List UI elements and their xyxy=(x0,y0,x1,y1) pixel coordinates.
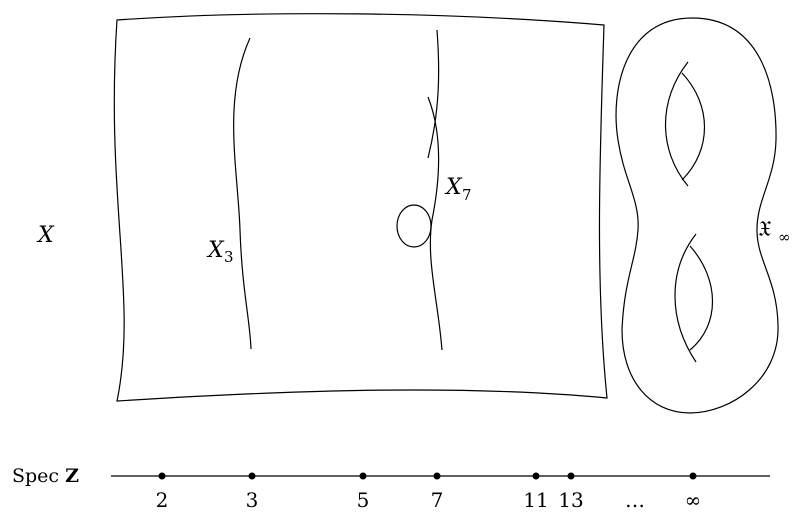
fiber-x7-subscript: 7 xyxy=(462,186,472,204)
axis-point-7 xyxy=(433,472,441,480)
fiber-x7-lower-curve xyxy=(427,96,443,351)
infinity-upper-hole-right xyxy=(681,72,706,181)
tick-label-5: 5 xyxy=(357,488,370,512)
tick-label-2: 2 xyxy=(156,488,169,512)
tick-label-7: 7 xyxy=(431,488,444,512)
fiber-x3-label: X xyxy=(206,238,225,263)
infinity-surface-subscript: ∞ xyxy=(778,228,791,246)
tick-label-infinity: ∞ xyxy=(685,488,702,512)
infinity-surface-label: 𝔛 xyxy=(758,217,772,242)
axis-point-infinity xyxy=(689,472,697,480)
tick-label-13: 13 xyxy=(558,488,583,512)
tick-label-11: 11 xyxy=(523,488,548,512)
infinity-upper-hole-left xyxy=(665,61,689,187)
spec-z-title: Spec Z xyxy=(12,465,79,487)
surface-label: X xyxy=(36,223,55,248)
fiber-x3-curve xyxy=(233,37,252,350)
infinity-lower-hole-left xyxy=(674,233,697,363)
spec-z-title-main: Spec xyxy=(12,465,65,487)
surface-sheet xyxy=(113,13,608,402)
axis-point-2 xyxy=(158,472,166,480)
fiber-x7-upper-curve xyxy=(427,29,440,159)
infinity-lower-hole-right xyxy=(689,245,714,351)
fiber-x3-subscript: 3 xyxy=(224,248,234,266)
tick-label-ellipsis: … xyxy=(625,488,645,512)
tick-label-3: 3 xyxy=(246,488,259,512)
axis-point-3 xyxy=(248,472,256,480)
infinity-surface-outline xyxy=(615,17,779,414)
axis-point-13 xyxy=(567,472,575,480)
axis-point-5 xyxy=(359,472,367,480)
axis-point-11 xyxy=(532,472,540,480)
fiber-x7-label: X xyxy=(444,175,463,200)
fiber-x7-loop xyxy=(396,204,432,248)
spec-z-title-bold: Z xyxy=(65,465,79,487)
